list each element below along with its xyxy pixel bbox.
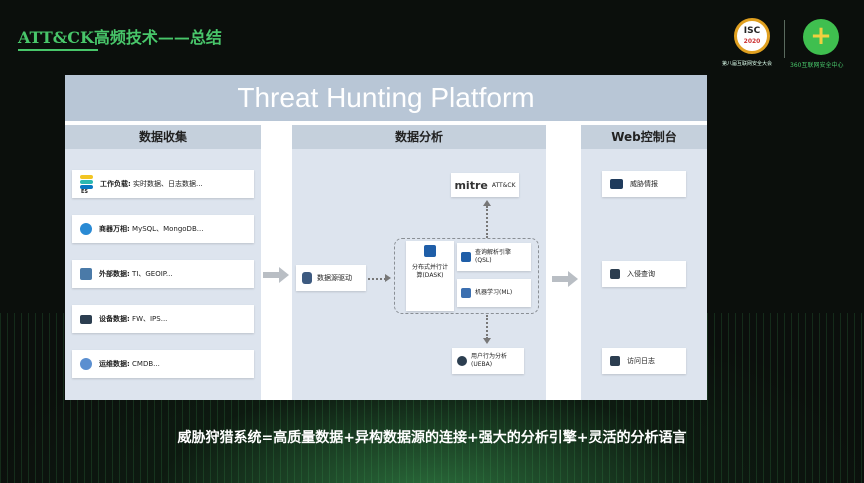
web-heading: Web控制台 — [581, 125, 707, 149]
web-item-intrusion[interactable]: 入侵查询 — [602, 261, 686, 287]
web-item-label: 威胁情报 — [630, 180, 658, 188]
ops-icon — [80, 358, 92, 370]
title-underline — [18, 49, 98, 51]
logo-divider — [784, 20, 785, 58]
up-arrow — [483, 200, 491, 206]
datasource-driver-label: 数据源驱动 — [317, 274, 352, 282]
access-log-icon — [610, 356, 620, 366]
device-icon — [80, 314, 92, 324]
attck-label: ATT&CK — [491, 181, 516, 189]
es-label: ES — [81, 189, 89, 195]
intrusion-icon — [610, 269, 620, 279]
isc-logo: ISC 2020 — [734, 18, 770, 54]
web-item-access-log[interactable]: 访问日志 — [602, 348, 686, 374]
slide-subtitle: 威胁狩猎系统=高质量数据+异构数据源的连接+强大的分析引擎+灵活的分析语言 — [177, 430, 687, 446]
mitre-attck-card: mitre ATT&CK — [451, 173, 519, 197]
threat-intel-icon — [610, 179, 623, 189]
collect-item-label: 商器万相: — [99, 225, 130, 233]
ml-card: 机器学习(ML) — [457, 279, 531, 307]
ml-label: 机器学习(ML) — [475, 289, 513, 296]
external-icon — [80, 268, 92, 280]
ueba-icon — [457, 356, 467, 366]
datasource-icon — [302, 272, 312, 284]
ueba-card: 用户行为分析(UEBA) — [452, 348, 524, 374]
ml-icon — [461, 288, 471, 298]
qsl-icon — [461, 252, 471, 262]
connector-arrow — [385, 274, 391, 282]
isc-logo-year: 2020 — [743, 38, 761, 45]
dask-icon — [424, 245, 436, 257]
collect-item-text: FW、IPS... — [129, 315, 168, 323]
db-icon — [80, 223, 92, 235]
dask-label: 分布式并行计算(DASK) — [411, 264, 448, 279]
es-icon: ES — [80, 175, 93, 195]
datasource-driver: 数据源驱动 — [296, 265, 366, 291]
collect-heading: 数据收集 — [65, 125, 261, 149]
collect-item-text: MySQL、MongoDB... — [129, 225, 204, 233]
flow-arrow-shaft — [552, 276, 568, 282]
slide-title: ATT&CK高频技术——总结 — [18, 28, 222, 47]
collect-item-device: 设备数据: FW、IPS... — [72, 305, 254, 333]
dotted-connector-up — [486, 206, 488, 238]
web-item-threat-intel[interactable]: 威胁情报 — [602, 171, 686, 197]
360-logo: + — [803, 19, 839, 55]
mitre-logo-text: mitre — [454, 178, 488, 192]
platform-title: Threat Hunting Platform — [65, 75, 707, 121]
flow-arrow-shaft — [263, 272, 279, 278]
collect-item-label: 工作负载: — [100, 180, 131, 188]
isc-caption: 第八届互联网安全大会 — [722, 61, 773, 67]
collect-item-label: 外部数据: — [99, 270, 130, 278]
analyze-heading: 数据分析 — [292, 125, 546, 149]
dask-card: 分布式并行计算(DASK) — [406, 241, 454, 311]
collect-item-database: 商器万相: MySQL、MongoDB... — [72, 215, 254, 243]
web-item-label: 访问日志 — [627, 357, 655, 365]
flow-arrow-head — [568, 271, 578, 287]
dotted-connector — [368, 278, 386, 280]
ueba-label: 用户行为分析(UEBA) — [471, 353, 508, 368]
threat-hunting-platform: Threat Hunting Platform 数据收集 ES 工作负载: 实时… — [65, 75, 707, 400]
down-arrow — [483, 338, 491, 344]
analysis-engine-group — [394, 238, 539, 314]
collect-item-text: 实时数据、日志数据... — [130, 180, 203, 188]
collect-item-ops: 运维数据: CMDB... — [72, 350, 254, 378]
flow-arrow-head — [279, 267, 289, 283]
qsl-label: 查询解析引擎(QSL) — [475, 249, 512, 264]
collect-item-text: CMDB... — [129, 360, 160, 368]
dotted-connector-down — [486, 315, 488, 339]
collect-item-external: 外部数据: TI、GEOIP... — [72, 260, 254, 288]
web-item-label: 入侵查询 — [627, 270, 655, 278]
brand-caption: 360互联网安全中心 — [790, 62, 844, 69]
qsl-card: 查询解析引擎(QSL) — [457, 243, 531, 271]
isc-logo-text: ISC — [743, 26, 761, 36]
collect-item-workload: ES 工作负载: 实时数据、日志数据... — [72, 170, 254, 198]
collect-item-text: TI、GEOIP... — [129, 270, 173, 278]
collect-item-label: 运维数据: — [99, 360, 130, 368]
collect-item-label: 设备数据: — [99, 315, 130, 323]
